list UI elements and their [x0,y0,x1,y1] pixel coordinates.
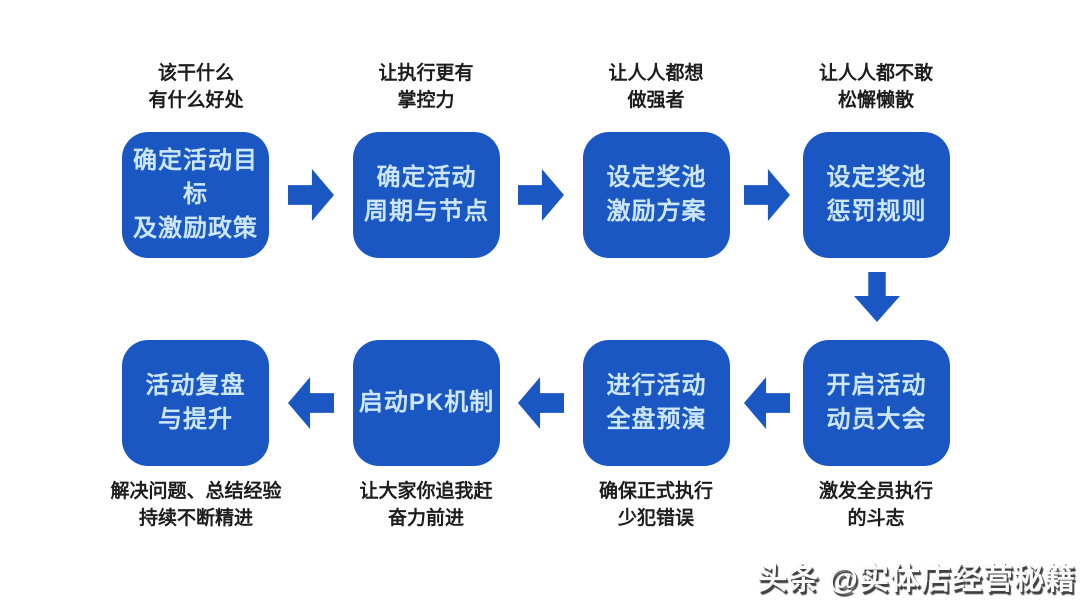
step-3-note: 让人人都想 做强者 [608,63,704,111]
step-6-box: 进行活动 全盘预演 [583,340,730,466]
arrow-right-icon [288,169,334,221]
step-4-box: 设定奖池 惩罚规则 [803,132,950,258]
step-5-box: 开启活动 动员大会 [803,340,950,466]
step-1-note: 该干什么 有什么好处 [148,63,244,111]
arrow-left-icon [518,377,564,429]
step-7-note: 让大家你追我赶 奋力前进 [359,481,493,529]
step-7-box: 启动PK机制 [353,340,500,466]
arrow-right-icon [744,169,790,221]
step-2-box: 确定活动 周期与节点 [353,132,500,258]
arrow-left-icon [744,377,790,429]
step-8-note: 解决问题、总结经验 持续不断精进 [110,481,282,529]
step-8-box: 活动复盘 与提升 [122,340,269,466]
step-1-box: 确定活动目标 及激励政策 [122,132,269,258]
arrow-left-icon [288,377,334,429]
step-4-note: 让人人都不敢 松懈懒散 [818,63,933,111]
step-5-note: 激发全员执行 的斗志 [818,481,933,529]
watermark-text: 头条 @实体店经营秘籍 [757,563,1076,596]
arrow-right-icon [518,169,564,221]
arrow-down-icon [854,272,900,322]
step-3-box: 设定奖池 激励方案 [583,132,730,258]
step-6-note: 确保正式执行 少犯错误 [598,481,713,529]
step-2-note: 让执行更有 掌控力 [378,63,474,111]
